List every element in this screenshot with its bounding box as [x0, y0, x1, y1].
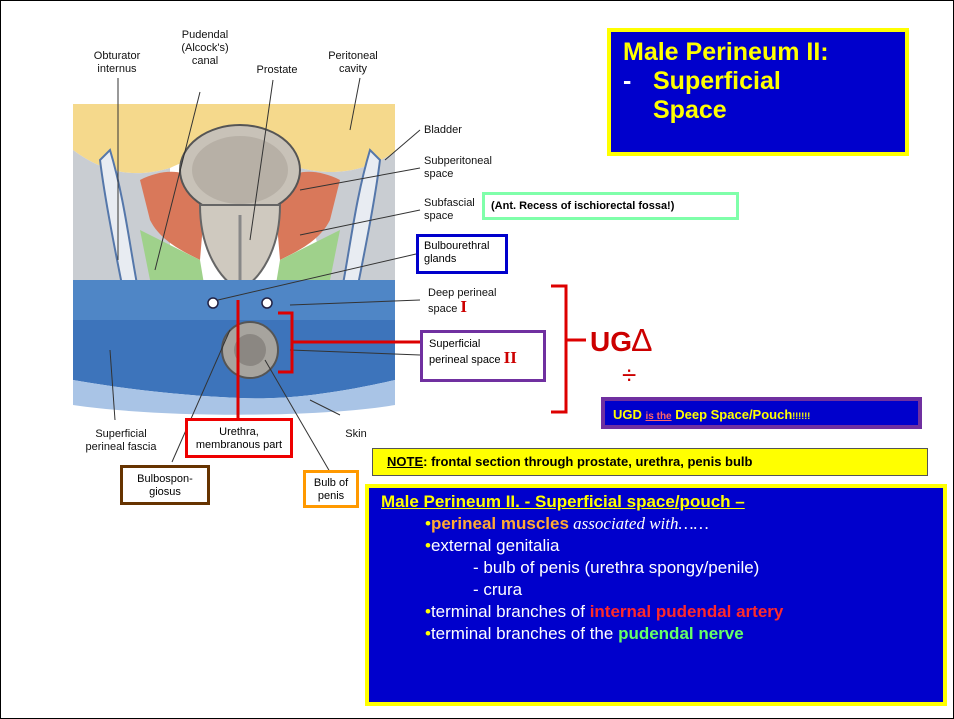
superficial-perineal-text: Superficial perineal space — [429, 338, 501, 366]
ugd-text-c: Deep Space/Pouch — [672, 407, 793, 422]
label-pudendal-canal: Pudendal (Alcock's) canal — [170, 29, 240, 68]
bullet-muscles: •perineal muscles associated with…… — [381, 513, 943, 535]
ug-label: UG∆ — [590, 322, 652, 359]
bullet-nerve: •terminal branches of the pudendal nerve — [381, 623, 943, 645]
ugd-text-a: UGD — [613, 407, 646, 422]
bullet-genitalia: •external genitalia — [381, 535, 943, 557]
muscles-text: perineal muscles — [431, 514, 569, 533]
nerve-text: pudendal nerve — [618, 624, 744, 643]
note-text: : frontal section through prostate, uret… — [423, 454, 752, 469]
slide-title-box: Male Perineum II: - Superficial Space — [607, 28, 909, 156]
label-superficial-perineal-fascia: Superficial perineal fascia — [76, 428, 166, 454]
title-line-1: Male Perineum II: — [623, 38, 905, 67]
deep-perineal-layer — [73, 280, 395, 320]
label-subperitoneal-space: Subperitoneal space — [424, 155, 492, 181]
note-label: NOTE — [387, 454, 423, 469]
label-skin: Skin — [336, 428, 376, 441]
assoc-text: associated with…… — [569, 514, 709, 533]
deep-roman: I — [460, 297, 467, 316]
genitalia-text: external genitalia — [431, 536, 560, 555]
bulbospongiosus-box: Bulbospon- giosus — [120, 465, 210, 505]
ant-recess-text: (Ant. Recess of ischiorectal fossa!) — [491, 200, 674, 212]
triangle-icon: ∆ — [632, 322, 652, 358]
label-subfascial-space: Subfascial space — [424, 197, 475, 223]
artery-text: internal pudendal artery — [590, 602, 784, 621]
ugd-text-d: !!!!!! — [792, 411, 810, 421]
label-peritoneal-cavity: Peritoneal cavity — [318, 50, 388, 76]
sub-bulb: - bulb of penis (urethra spongy/penile) — [381, 557, 943, 579]
note-box: NOTE: frontal section through prostate, … — [372, 448, 928, 476]
title-dash: - — [623, 67, 653, 96]
main-content-box: Male Perineum II. - Superficial space/po… — [365, 484, 947, 706]
superficial-roman: II — [504, 348, 517, 367]
title-line-2: Superficial — [653, 67, 781, 96]
bulb-of-penis-box: Bulb of penis — [303, 470, 359, 508]
nerve-pre-text: terminal branches of the — [431, 624, 618, 643]
title-row-2: - Superficial — [623, 67, 905, 96]
divide-icon: ÷ — [622, 360, 636, 391]
deep-perineal-label: Deep perineal space I — [428, 287, 528, 316]
sub-crura: - crura — [381, 579, 943, 601]
label-bladder: Bladder — [424, 124, 462, 137]
ug-text: UG — [590, 326, 632, 357]
title-line-3: Space — [623, 96, 905, 125]
bullet-artery: •terminal branches of internal pudendal … — [381, 601, 943, 623]
superficial-perineal-box: Superficial perineal space II — [420, 330, 546, 382]
ugd-box: UGD is the Deep Space/Pouch!!!!!! — [601, 397, 922, 429]
artery-pre-text: terminal branches of — [431, 602, 590, 621]
ant-recess-box: (Ant. Recess of ischiorectal fossa!) — [482, 192, 739, 220]
label-obturator-internus: Obturator internus — [82, 50, 152, 76]
label-prostate: Prostate — [247, 64, 307, 77]
ugd-text-b: is the — [646, 411, 672, 422]
main-heading: Male Perineum II. - Superficial space/po… — [381, 491, 943, 513]
bulbourethral-text: Bulbourethral glands — [424, 240, 489, 265]
urethra-box: Urethra, membranous part — [185, 418, 293, 458]
bulbourethral-box: Bulbourethral glands — [416, 234, 508, 274]
